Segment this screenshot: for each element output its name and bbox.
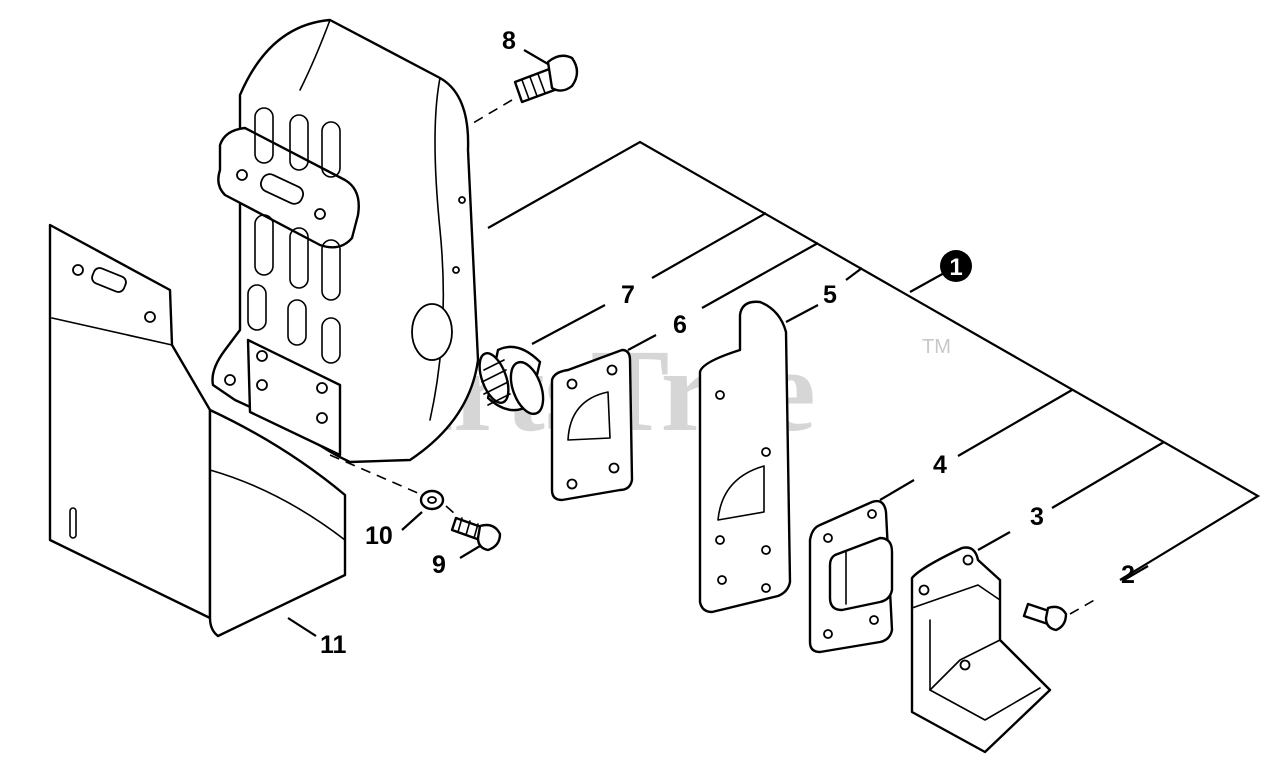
assembly-dashed-lines: [329, 99, 1099, 615]
assembly-badge-circle: [940, 250, 972, 282]
leader-lines: [287, 49, 1261, 637]
part-3-bracket[interactable]: [910, 546, 1052, 754]
callout-9: 9: [432, 551, 446, 579]
callout-10: 10: [365, 522, 393, 550]
part-10-washer[interactable]: [419, 489, 445, 511]
callout-6: 6: [673, 311, 687, 339]
callout-2: 2: [1121, 561, 1135, 589]
part-11-heat-shield[interactable]: [48, 223, 347, 638]
part-8-bolt[interactable]: [513, 54, 579, 104]
part-7-screen[interactable]: [474, 345, 550, 418]
muffler-body: [211, 18, 480, 464]
callout-8: 8: [502, 27, 516, 55]
part-6-gasket[interactable]: [550, 348, 634, 502]
callout-11: 11: [320, 631, 347, 659]
callout-5: 5: [823, 281, 837, 309]
part-9-screw[interactable]: [450, 516, 502, 552]
part-2-screw[interactable]: [1022, 602, 1068, 632]
part-5-plate[interactable]: [698, 300, 792, 614]
part-4-baffle[interactable]: [808, 499, 894, 654]
callout-labels: 2 3 4 5 6 7 8 9 10 11: [320, 27, 1135, 659]
assembly-badge[interactable]: 1: [940, 250, 972, 282]
callout-7: 7: [621, 281, 635, 309]
callout-4: 4: [933, 451, 947, 479]
callout-3: 3: [1030, 503, 1044, 531]
assembly-badge-number: 1: [949, 254, 962, 281]
watermark-trademark: TM: [922, 336, 951, 358]
